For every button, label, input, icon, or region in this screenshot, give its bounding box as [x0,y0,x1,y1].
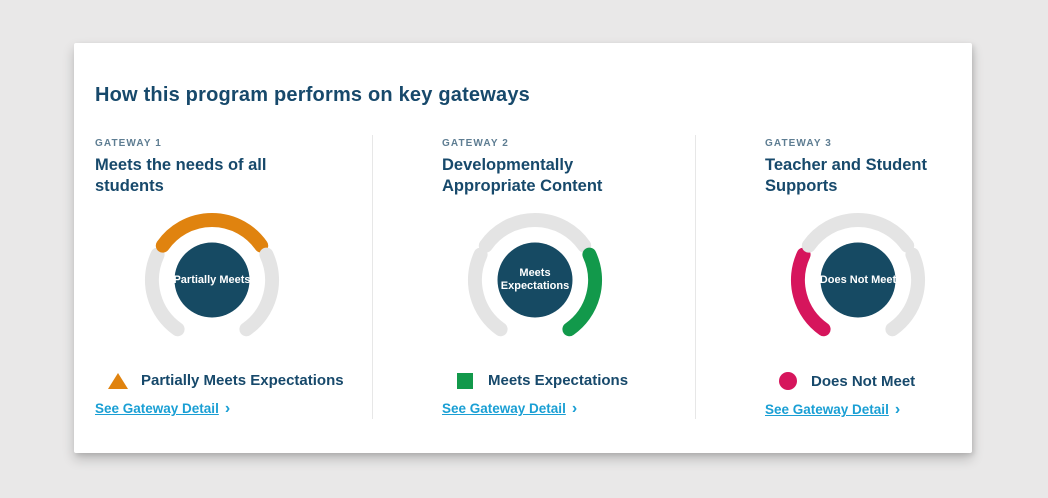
status-icon-box [108,372,128,389]
status-label: Does Not Meet [811,372,916,390]
link-label: See Gateway Detail [442,401,566,416]
gauge-rating: Does Not Meet [783,205,933,355]
gateway-3-column: GATEWAY 3 Teacher and Student Supports D… [696,135,972,419]
gauge-arc-top [801,212,915,253]
see-gateway-detail-link[interactable]: See Gateway Detail › [442,400,578,417]
gauge-arc-left [144,247,185,337]
chevron-right-icon: › [894,401,901,418]
link-label: See Gateway Detail [95,401,219,416]
status-icon-box [778,372,798,390]
gauge-arc-right [885,247,926,337]
gauge-rating-label: Partially Meets [173,273,251,286]
link-label: See Gateway Detail [765,402,889,417]
gauge: Meets Expectations [460,205,610,355]
status-label: Partially Meets Expectations [141,372,344,389]
status-row: Does Not Meet [765,372,972,390]
gauge-arc-top [478,212,592,253]
page-title: How this program performs on key gateway… [95,84,530,107]
gauge-svg [144,212,280,337]
gauge-arc-left [467,247,508,337]
gateway-label: GATEWAY 2 [442,138,509,149]
gauge-center-circle [497,242,573,318]
square-icon [457,372,473,389]
gateway-title: Meets the needs of all students [95,156,267,195]
gauge-center-circle [820,242,896,318]
see-gateway-detail-link[interactable]: See Gateway Detail › [765,401,901,418]
status-icon-box [455,372,475,389]
status-row: Partially Meets Expectations [95,372,372,389]
chevron-right-icon: › [571,400,578,417]
circle-icon [779,372,797,390]
gauge-rating-label: Does Not Meet [819,273,897,286]
gateway-columns: GATEWAY 1 Meets the needs of all student… [95,135,972,419]
gauge-rating: Meets Expectations [460,205,610,355]
gateway-title: Teacher and Student Supports [765,156,927,195]
gateway-label: GATEWAY 3 [765,138,832,149]
gauge-center-circle [174,242,250,318]
triangle-icon [108,372,128,389]
gauge-rating-label: Meets Expectations [500,267,570,292]
gauge-arc-top [155,212,269,253]
gateway-2-column: GATEWAY 2 Developmentally Appropriate Co… [373,135,696,419]
gauge-arc-right [562,247,603,337]
gateway-title: Developmentally Appropriate Content [442,156,603,195]
see-gateway-detail-link[interactable]: See Gateway Detail › [95,400,231,417]
gateways-card: How this program performs on key gateway… [74,43,972,453]
gauge-rating: Partially Meets [137,205,287,355]
gauge-arc-left [790,247,831,337]
status-label: Meets Expectations [488,372,629,389]
gauge-arc-right [239,247,280,337]
gauge: Partially Meets [137,205,287,355]
gauge: Does Not Meet [783,205,933,355]
gauge-svg [790,212,926,337]
status-row: Meets Expectations [442,372,695,389]
gateway-label: GATEWAY 1 [95,138,162,149]
chevron-right-icon: › [224,400,231,417]
gauge-svg [467,212,603,337]
gateway-1-column: GATEWAY 1 Meets the needs of all student… [95,135,373,419]
